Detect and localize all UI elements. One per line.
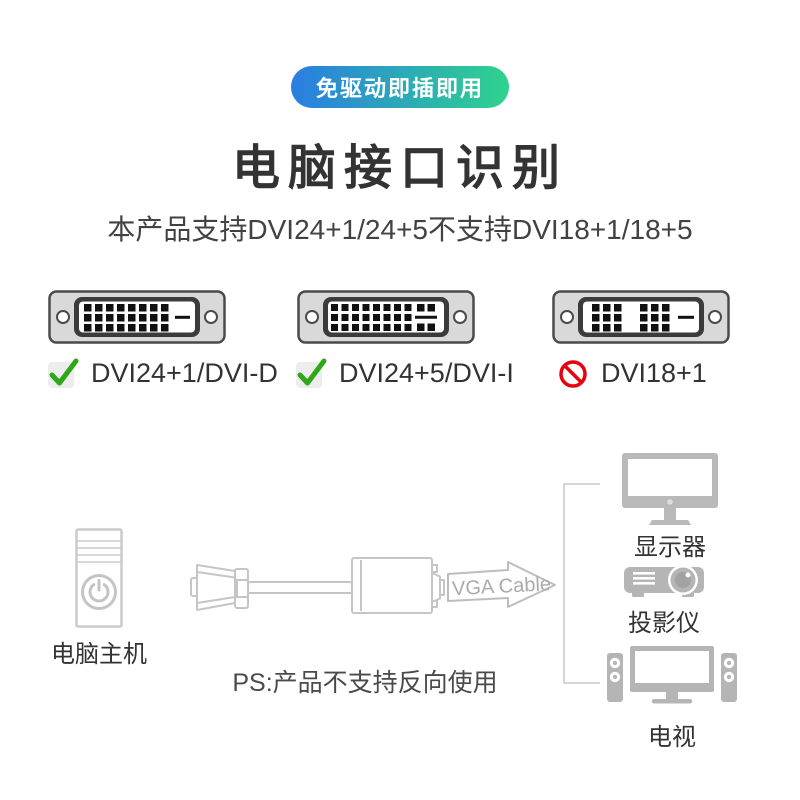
connector-status-1: DVI24+1/DVI-D	[48, 358, 278, 389]
source-label: 电脑主机	[51, 641, 147, 668]
connector-label: DVI18+1	[601, 358, 707, 388]
projector-icon	[624, 565, 704, 597]
connector-label: DVI24+5/DVI-I	[339, 358, 514, 388]
connector-status-2: DVI24+5/DVI-I	[296, 358, 514, 389]
device-label-tv: 电视	[648, 724, 696, 751]
computer-tower-icon	[75, 528, 123, 628]
page-title: 电脑接口识别	[231, 142, 568, 195]
tv-icon	[607, 646, 737, 704]
badge: 免驱动即插即用	[291, 66, 509, 108]
dvi-18plus1-connector-icon	[552, 290, 730, 344]
device-label-projector: 投影仪	[628, 610, 700, 637]
dvi-24plus5-connector-icon	[297, 290, 475, 344]
dvi-vga-adapter-icon	[190, 557, 445, 614]
dvi-24plus1-connector-icon	[48, 290, 226, 344]
connector-status-3: DVI18+1	[558, 358, 707, 389]
check-icon	[48, 358, 80, 389]
check-icon	[296, 358, 328, 389]
connector-label: DVI24+1/DVI-D	[91, 358, 278, 388]
vga-cable-label: VGA Cable	[452, 573, 552, 600]
device-label-monitor: 显示器	[634, 534, 706, 561]
ban-icon	[558, 359, 590, 389]
page-subtitle: 本产品支持DVI24+1/24+5不支持DVI18+1/18+5	[107, 214, 693, 245]
reverse-use-note: PS:产品不支持反向使用	[232, 669, 498, 697]
vga-cable-arrow-icon: VGA Cable	[447, 561, 556, 608]
connection-bracket-line	[563, 483, 600, 684]
monitor-icon	[622, 453, 718, 525]
